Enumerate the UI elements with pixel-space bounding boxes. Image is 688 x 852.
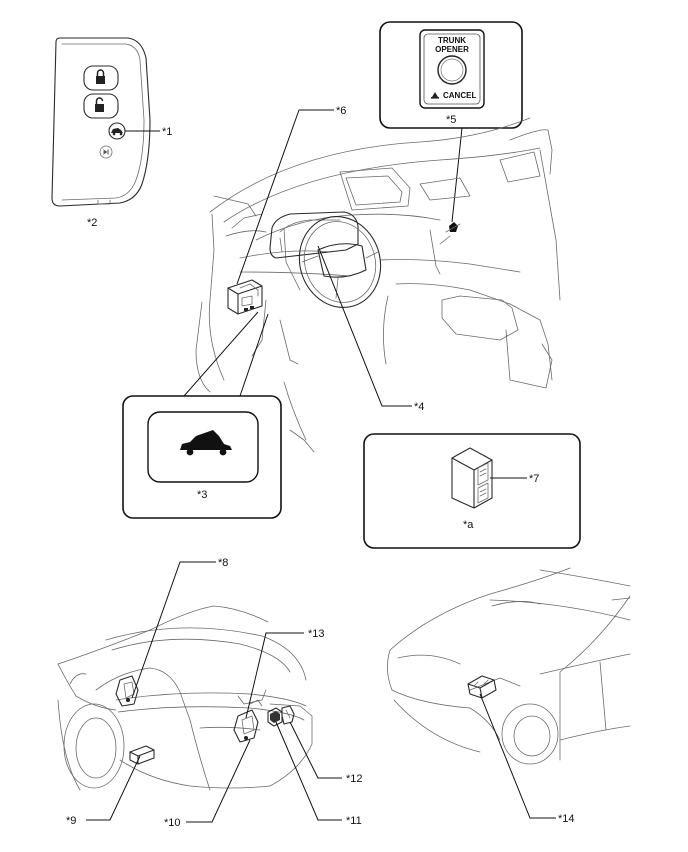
lock-icon xyxy=(96,69,105,84)
callout-a: *a xyxy=(463,519,474,531)
trunk-antenna-module xyxy=(129,745,155,765)
luggage-opener-switch-inset xyxy=(122,395,282,519)
trunk-opener-switch-inset: TRUNK OPENER CANCEL xyxy=(379,21,523,129)
trunk-opener-button xyxy=(437,55,467,85)
callout-4: *4 xyxy=(414,401,424,413)
vehicle-front xyxy=(387,567,631,765)
callout-2: *2 xyxy=(87,217,97,229)
driver-door-opener-switch xyxy=(227,279,263,315)
smart-key xyxy=(51,37,151,207)
callout-12: *12 xyxy=(346,773,363,785)
trunk-lid-lock-assembly xyxy=(115,675,139,707)
trunk-closer-assembly xyxy=(233,699,263,743)
key-panic-button xyxy=(99,145,113,159)
trunk-icon xyxy=(111,128,123,136)
callout-10: *10 xyxy=(164,817,181,829)
callout-3: *3 xyxy=(197,489,207,501)
unlock-icon xyxy=(95,97,104,112)
cancel-icon xyxy=(431,92,439,99)
callout-9: *9 xyxy=(66,815,76,827)
trunk-opener-motor xyxy=(267,707,283,727)
trunk-opener-label-line1: TRUNK xyxy=(438,36,466,45)
trunk-opener-switch-location xyxy=(445,222,461,233)
engine-room-relay-block xyxy=(467,675,497,699)
combination-meter xyxy=(269,211,359,259)
callout-7: *7 xyxy=(529,473,539,485)
cancel-label: CANCEL xyxy=(443,91,476,100)
trunk-opener-label-line2: OPENER xyxy=(435,45,469,54)
callout-11: *11 xyxy=(346,815,362,827)
key-lock-button xyxy=(83,65,119,91)
callout-6: *6 xyxy=(336,105,346,117)
ecu-inset xyxy=(363,433,581,549)
callout-1: *1 xyxy=(162,126,172,138)
control-module xyxy=(451,447,493,509)
callout-8: *8 xyxy=(218,557,228,569)
trunk-lock-switch xyxy=(281,705,295,725)
callout-5: *5 xyxy=(446,114,456,126)
panic-icon xyxy=(103,149,109,155)
steering-wheel xyxy=(298,215,382,309)
car-trunk-open-icon xyxy=(180,430,232,456)
callout-14: *14 xyxy=(558,813,575,825)
vehicle-rear xyxy=(57,605,313,791)
callout-13: *13 xyxy=(308,628,325,640)
key-unlock-button xyxy=(83,93,119,119)
